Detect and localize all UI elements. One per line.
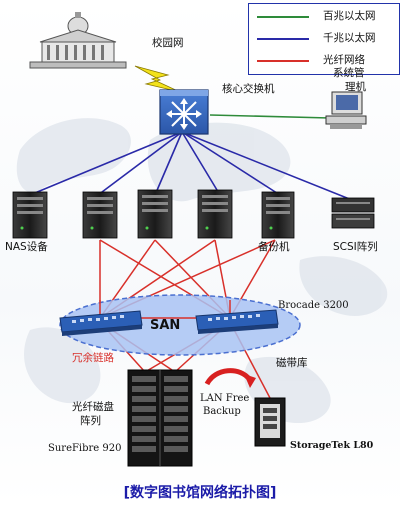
storagetek-label: StorageTek L80 (290, 440, 374, 451)
brocade-label: Brocade 3200 (278, 300, 349, 311)
admin-pc-label-2: 理机 (345, 81, 366, 93)
fast-ethernet-link (209, 114, 331, 119)
lan-free-label-2: Backup (203, 406, 241, 417)
world-map-background (16, 118, 388, 424)
wan-lightning-icon (134, 65, 181, 93)
legend: 百兆以太网 千兆以太网 光纤网络 (248, 3, 400, 75)
tape-library-icon (254, 397, 286, 447)
tape-library-label: 磁带库 (276, 357, 308, 369)
admin-pc-label-1: 系统管 (333, 67, 365, 79)
backup-server-label: 备份机 (258, 241, 290, 253)
legend-swatch (257, 38, 309, 40)
legend-item-fibre: 光纤网络 (249, 50, 399, 70)
fibre-switch-right (195, 309, 279, 334)
nas-server-icon (12, 191, 48, 239)
campus-building-icon (29, 12, 127, 69)
legend-swatch (257, 60, 309, 62)
server-2-icon (82, 191, 118, 239)
admin-pc-icon (325, 91, 367, 129)
san-fabric-ellipse (59, 294, 301, 356)
legend-label: 百兆以太网 (323, 10, 376, 22)
disk-array-label-2: 阵列 (80, 415, 101, 427)
redundant-link-label: 冗余链路 (72, 352, 114, 364)
surefibre-label: SureFibre 920 (48, 443, 122, 454)
legend-label: 光纤网络 (323, 54, 365, 66)
legend-label: 千兆以太网 (323, 32, 376, 44)
fibre-disk-array-icon (127, 369, 193, 467)
scsi-array-label: SCSI阵列 (333, 241, 378, 253)
gigabit-links (29, 131, 353, 201)
legend-item-fast-ethernet: 百兆以太网 (249, 6, 399, 26)
core-switch-label: 核心交换机 (222, 83, 275, 95)
lan-free-label-1: LAN Free (200, 393, 250, 404)
disk-array-label-1: 光纤磁盘 (72, 401, 114, 413)
san-label: SAN (150, 318, 181, 333)
server-3-icon (137, 189, 173, 239)
diagram-caption: [数字图书馆网络拓扑图] (123, 485, 277, 501)
core-switch-icon (159, 89, 209, 135)
nas-label: NAS设备 (5, 241, 48, 253)
legend-swatch (257, 16, 309, 18)
lan-free-arrow-icon (204, 368, 256, 388)
backup-server-icon (261, 191, 295, 239)
legend-item-gigabit-ethernet: 千兆以太网 (249, 28, 399, 48)
fibre-switch-left (59, 310, 143, 336)
campus-network-label: 校园网 (152, 37, 184, 49)
scsi-array-icon (331, 197, 375, 229)
server-4-icon (197, 189, 233, 239)
